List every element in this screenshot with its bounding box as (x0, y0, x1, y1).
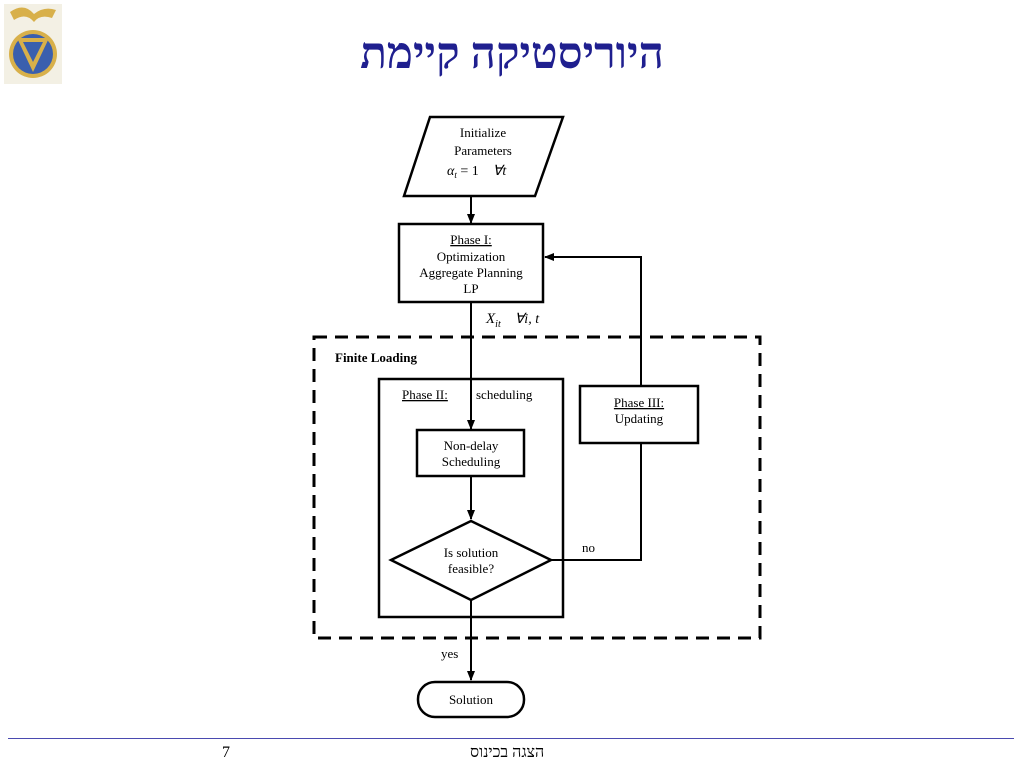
yes-label: yes (441, 646, 458, 661)
init-line2: Parameters (454, 143, 512, 158)
non-delay-scheduling-box (415, 428, 526, 478)
page-number: 7 (222, 744, 230, 761)
footer-rule (8, 738, 1014, 739)
output-variable-label: Xit∀i, t (485, 311, 540, 330)
no-label: no (582, 540, 595, 555)
slide-title: היוריסטיקה קיימת (360, 29, 664, 78)
phase1-line1: Optimization (437, 249, 506, 264)
finite-loading-label: Finite Loading (335, 350, 417, 365)
solution-label: Solution (449, 692, 494, 707)
phase2-heading: Phase II: (402, 387, 448, 402)
finite-loading-region (312, 335, 762, 640)
footer-text: הצגה בכינוס (470, 744, 545, 761)
phase1-line3: LP (463, 281, 478, 296)
arrow-phase3-to-phase1 (544, 253, 642, 386)
phase2-sub: scheduling (476, 387, 533, 402)
phase3-heading: Phase III: (614, 395, 664, 410)
init-formula: αt = 1∀t (447, 164, 507, 180)
phase3-box (578, 384, 700, 445)
solution-terminator (416, 680, 526, 719)
phase3-line1: Updating (615, 411, 664, 426)
decision-line2: feasible? (448, 561, 494, 576)
technion-logo (4, 4, 62, 84)
non-delay-line1: Non-delay (444, 438, 499, 453)
init-line1: Initialize (460, 125, 506, 140)
non-delay-line2: Scheduling (442, 454, 501, 469)
initialize-parameters-shape (402, 115, 565, 198)
connector-no-to-phase3 (551, 443, 642, 561)
phase1-line2: Aggregate Planning (419, 265, 523, 280)
phase1-heading: Phase I: (450, 232, 492, 247)
decision-line1: Is solution (444, 545, 499, 560)
